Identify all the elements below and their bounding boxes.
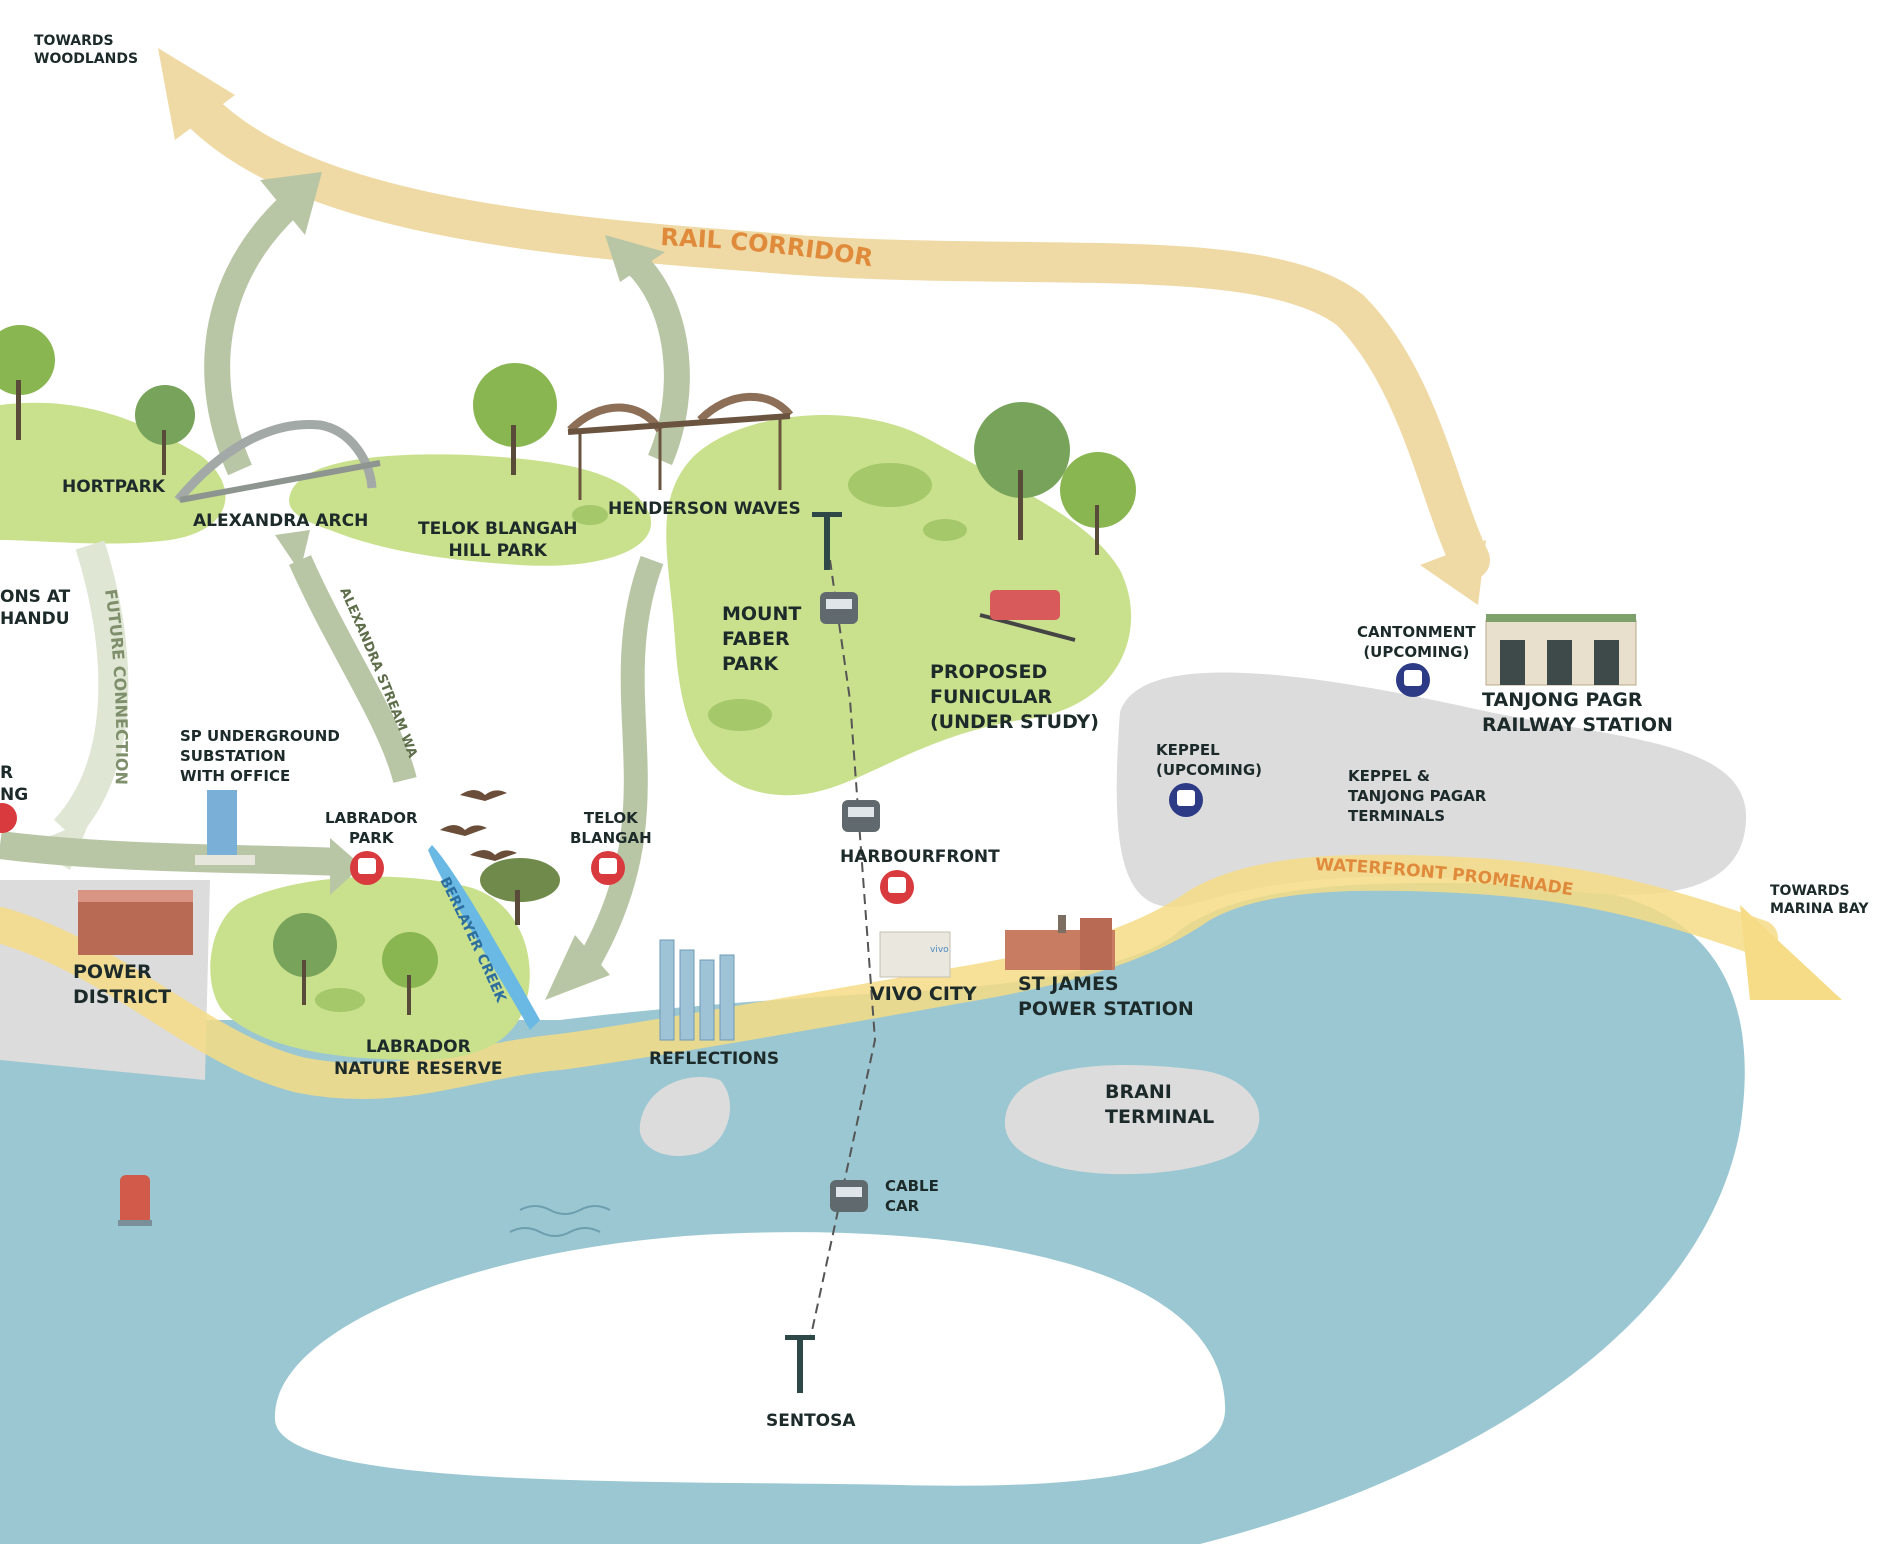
label-alexandra-arch[interactable]: ALEXANDRA ARCH (193, 511, 369, 531)
label-power-district: POWER DISTRICT (73, 961, 172, 1008)
park-telok-blangah-hill (289, 454, 652, 566)
alexandra-stream-walk-arrowhead (275, 530, 310, 572)
henderson-waves-bridge (567, 392, 794, 500)
bush (923, 519, 967, 541)
waterfront-promenade (0, 854, 1778, 1100)
tree-icon (974, 402, 1070, 540)
label-sp-substation: SP UNDERGROUND SUBSTATION WITH OFFICE (180, 727, 340, 785)
sentosa-island (274, 1232, 1226, 1486)
waterfront-arrowhead (1740, 905, 1842, 1000)
tree-icon (1060, 452, 1136, 555)
tree-icon (0, 325, 55, 440)
label-telok-blangah-hill-park[interactable]: TELOK BLANGAH HILL PARK (418, 519, 578, 561)
tree-icon (480, 858, 560, 925)
alexandra-arch (174, 419, 377, 503)
tree-icon (135, 385, 195, 475)
label-mount-faber-park[interactable]: MOUNT FABER PARK (722, 603, 802, 675)
railway-station-building (1485, 614, 1637, 686)
label-telok-blangah-station[interactable]: TELOK BLANGAH (570, 809, 652, 847)
label-proposed-funicular: PROPOSED FUNICULAR (UNDER STUDY) (930, 661, 1099, 733)
connection-labrador-arrowhead (330, 838, 362, 895)
label-harbourfront-station[interactable]: HARBOURFRONT (840, 847, 1000, 867)
waves (509, 1205, 611, 1237)
label-towards-woodlands: TOWARDS WOODLANDS (34, 33, 139, 67)
buoy-icon (118, 1175, 152, 1226)
alexandra-arch-deck (179, 460, 381, 503)
park-mount-faber (666, 414, 1132, 796)
funicular-icon (979, 590, 1076, 642)
berlayer-creek (428, 845, 540, 1030)
brani-terminal-area (1004, 1065, 1260, 1175)
bush (315, 988, 365, 1012)
label-cantonment[interactable]: CANTONMENT (UPCOMING) (1357, 623, 1476, 661)
rail-corridor-arrow-south (1420, 540, 1486, 605)
st-james-power-station-building (1005, 915, 1115, 970)
label-ons-at-handu: ONS AT HANDU (0, 587, 71, 629)
train-icon[interactable] (1169, 783, 1203, 817)
label-labrador-nature-reserve[interactable]: LABRADOR NATURE RESERVE (334, 1037, 503, 1079)
label-r-ng: R NG (0, 763, 29, 805)
tree-icon (273, 913, 337, 1005)
train-icon[interactable] (1396, 663, 1430, 697)
label-keppel-upcoming[interactable]: KEPPEL (UPCOMING) (1156, 741, 1263, 779)
label-towards-marina-bay: TOWARDS MARINA BAY (1770, 883, 1869, 917)
keppel-terminals-area (1116, 672, 1747, 907)
power-district-building (78, 890, 193, 955)
alexandra-stream-walk (289, 555, 417, 784)
cable-car-icon (842, 800, 880, 832)
bird-icon (440, 790, 517, 861)
label-reflections: REFLECTIONS (649, 1049, 780, 1069)
label-st-james: ST JAMES POWER STATION (1018, 973, 1194, 1020)
label-hortpark[interactable]: HORTPARK (62, 477, 165, 497)
bush (848, 463, 932, 507)
cable-car-icon (820, 592, 858, 624)
label-keppel-terminals: KEPPEL & TANJONG PAGAR TERMINALS (1348, 767, 1487, 825)
train-icon[interactable] (880, 870, 914, 904)
cable-tower-sentosa (785, 1335, 815, 1393)
tree-icon (473, 363, 557, 475)
cable-car-line (809, 559, 877, 1341)
label-brani-terminal: BRANI TERMINAL (1105, 1081, 1215, 1128)
bush (708, 699, 772, 731)
reflections-towers (659, 939, 735, 1041)
reflections-islet (639, 1077, 730, 1156)
cable-car-icon (830, 1180, 868, 1212)
park-hortpark (0, 402, 226, 544)
label-tanjong-pagar-station[interactable]: TANJONG PAGR RAILWAY STATION (1482, 689, 1673, 736)
cable-tower-mount-faber (812, 512, 842, 570)
label-labrador-park-station[interactable]: LABRADOR PARK (325, 809, 418, 847)
label-cable-car: CABLE CAR (885, 1177, 939, 1215)
connection-henderson-north-arrowhead (605, 235, 665, 282)
rail-corridor (180, 90, 1490, 580)
connection-henderson-north (621, 248, 690, 466)
tree-icon (382, 932, 438, 1015)
sp-substation-building (195, 790, 255, 865)
vivo-city-building (879, 931, 951, 978)
future-connection (53, 540, 129, 841)
train-icon[interactable] (350, 851, 384, 885)
label-vivo-city[interactable]: VIVO CITY (870, 983, 977, 1005)
bush (572, 505, 608, 525)
connection-creek-arrowhead (545, 935, 610, 1000)
connection-mount-faber-creek (579, 555, 664, 966)
connection-labrador (0, 831, 341, 876)
rail-corridor-arrow-north (158, 48, 235, 140)
label-sentosa[interactable]: SENTOSA (766, 1411, 856, 1431)
train-icon[interactable] (0, 803, 17, 833)
vivo-sign: vivo (930, 945, 949, 955)
train-icon[interactable] (591, 851, 625, 885)
connection-alexandra-north (204, 195, 299, 476)
connection-alexandra-north-arrowhead (260, 172, 322, 235)
label-henderson-waves[interactable]: HENDERSON WAVES (608, 499, 801, 519)
